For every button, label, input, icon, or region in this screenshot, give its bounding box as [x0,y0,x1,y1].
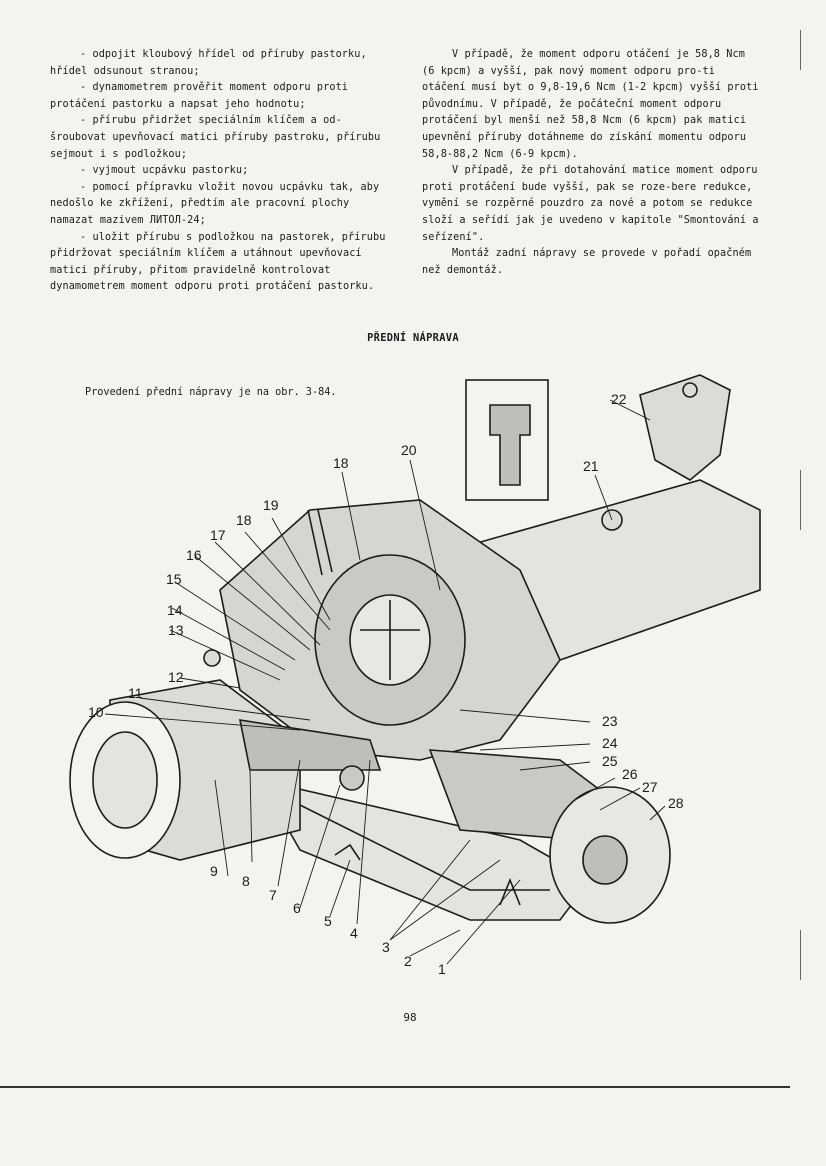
callout-16: 16 [186,547,202,563]
paragraph: V případě, že moment odporu otáčení je 5… [422,49,759,160]
callout-13: 13 [168,622,184,638]
callout-12: 12 [168,669,184,685]
housing-bolt [203,649,221,667]
spider-gear-cross [360,600,420,680]
leader-lines [104,399,666,965]
callout-11: 11 [128,685,143,701]
flange-nut [582,835,628,885]
callout-15: 15 [166,571,182,587]
callout-3: 3 [382,939,390,955]
callout-25: 25 [602,753,618,769]
callout-26: 26 [622,766,638,782]
callout-21: 21 [583,458,599,474]
callout-27: 27 [642,779,658,795]
callout-8: 8 [242,873,250,889]
instruction-item: - uložit přírubu s podložkou na pastorek… [50,231,386,293]
callout-20: 20 [401,442,417,458]
callout-7: 7 [269,887,277,903]
callout-19: 19 [263,497,279,513]
pinion-bearing [339,765,365,791]
paragraph: Montáž zadní nápravy se provede v pořadí… [422,248,752,276]
input-flange-bore [92,731,158,829]
axle-drawing: 1 2 3 4 5 6 7 8 9 10 11 12 13 14 15 16 1… [69,374,761,977]
callout-2: 2 [404,953,412,969]
callout-10: 10 [88,704,104,720]
mount-lug [334,843,361,861]
page-number: 98 [403,1011,417,1024]
inset-plug [489,404,531,486]
figure-intro-text: Provedení přední nápravy je na obr. 3-84… [85,387,337,398]
callout-4: 4 [350,925,358,941]
instruction-item: - pomocí přípravku vložit novou ucpávku … [50,181,380,226]
scan-edge-mark [800,930,801,980]
axle-cutaway-figure: 1 2 3 4 5 6 7 8 9 10 11 12 13 14 15 16 1… [0,360,826,1000]
instruction-item: - odpojit kloubový hřídel od příruby pas… [50,49,367,77]
paragraph: V případě, že při dotahování matice mome… [422,165,759,243]
drain-plug [499,877,521,906]
callout-labels: 1 2 3 4 5 6 7 8 9 10 11 12 13 14 15 16 1… [88,391,684,977]
scan-edge-mark [800,470,801,530]
callout-22: 22 [611,391,627,407]
instruction-item: - přírubu přidržet speciálním klíčem a o… [50,115,381,160]
callout-23: 23 [602,713,618,729]
callout-5: 5 [324,913,332,929]
left-text-column: - odpojit kloubový hřídel od příruby pas… [50,47,395,296]
callout-9: 9 [210,863,218,879]
scan-edge-mark [800,30,801,70]
instruction-item: - vyjmout ucpávku pastorku; [80,165,249,177]
mounting-bracket [639,374,731,481]
callout-18-upper: 18 [333,455,349,471]
callout-17: 17 [210,527,226,543]
bracket-hole [682,382,698,398]
callout-14: 14 [167,602,183,618]
cover-edge [289,799,550,891]
section-title: PŘEDNÍ NÁPRAVA [367,332,459,344]
callout-18-lower: 18 [236,512,252,528]
scan-edge-line [0,1086,790,1088]
right-text-column: V případě, že moment odporu otáčení je 5… [422,47,762,279]
pinion-shaft [238,719,382,771]
callout-24: 24 [602,735,618,751]
callout-28: 28 [668,795,684,811]
housing-stud [307,509,333,576]
callout-6: 6 [293,900,301,916]
callout-1: 1 [438,961,446,977]
instruction-item: - dynamometrem prověřit moment odporu pr… [50,82,349,110]
